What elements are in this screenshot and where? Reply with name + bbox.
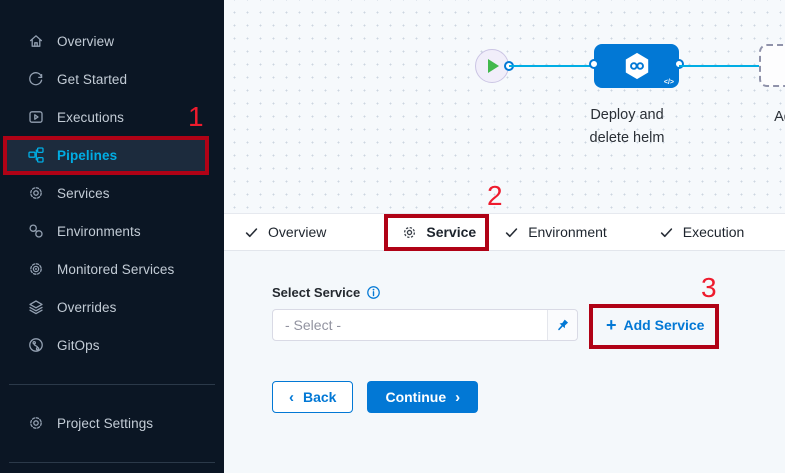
sidebar-divider <box>9 384 215 385</box>
service-select-dropdown[interactable]: - Select - <box>272 309 578 341</box>
sidebar-item-label: Get Started <box>57 71 128 87</box>
gear-icon <box>28 185 44 201</box>
info-icon[interactable] <box>366 285 381 300</box>
sidebar-item-label: Executions <box>57 109 125 125</box>
sidebar-item-label: GitOps <box>57 337 100 353</box>
service-select-value: - Select - <box>285 317 342 333</box>
gear-icon <box>28 415 44 431</box>
back-button[interactable]: ‹ Back <box>272 381 354 413</box>
pipeline-edge <box>679 65 759 67</box>
sidebar-item-overrides[interactable]: Overrides <box>0 288 224 326</box>
pipeline-canvas[interactable]: </> Deploy and delete helm Add Stage <box>224 0 785 213</box>
pin-icon <box>558 319 569 330</box>
executions-icon <box>28 109 44 125</box>
home-icon <box>28 33 44 49</box>
sidebar-divider <box>9 462 215 463</box>
chevron-left-icon: ‹ <box>289 388 294 406</box>
plus-icon: + <box>606 315 617 335</box>
sidebar-item-gitops[interactable]: GitOps <box>0 326 224 364</box>
gitops-icon <box>28 337 44 353</box>
stage-name-label: Deploy and delete helm <box>589 107 665 146</box>
get-started-icon <box>28 71 44 87</box>
add-stage-button[interactable] <box>759 44 785 87</box>
sidebar-item-label: Project Settings <box>57 415 154 431</box>
add-service-button[interactable]: + Add Service <box>606 316 704 334</box>
tab-service[interactable]: Service <box>391 214 487 250</box>
edge-port <box>674 59 684 69</box>
sidebar-item-get-started[interactable]: Get Started <box>0 60 224 98</box>
edge-port <box>589 59 599 69</box>
back-button-label: Back <box>303 389 337 405</box>
continue-button-label: Continue <box>385 389 447 405</box>
main-panel: </> Deploy and delete helm Add Stage <box>224 0 785 473</box>
check-icon <box>504 225 519 240</box>
add-service-label: Add Service <box>623 317 705 333</box>
sidebar-item-monitored-services[interactable]: Monitored Services <box>0 250 224 288</box>
sidebar-item-label: Overrides <box>57 299 117 315</box>
select-service-label: Select Service <box>272 285 361 300</box>
sidebar: Overview Get Started Executions <box>0 0 224 473</box>
sidebar-item-label: Overview <box>57 33 115 49</box>
continue-button[interactable]: Continue › <box>367 381 479 413</box>
environments-icon <box>28 223 44 239</box>
add-stage-label: Add Stage <box>774 109 785 125</box>
check-icon <box>244 225 259 240</box>
sidebar-item-environments[interactable]: Environments <box>0 212 224 250</box>
play-icon <box>488 59 499 73</box>
stage-deploy-node[interactable]: </> <box>589 44 684 88</box>
layers-icon <box>28 299 44 315</box>
sidebar-item-services[interactable]: Services <box>0 174 224 212</box>
gear-icon <box>402 225 417 240</box>
sidebar-item-label: Monitored Services <box>57 261 175 277</box>
sidebar-item-pipelines[interactable]: Pipelines <box>7 136 209 174</box>
pin-toggle[interactable] <box>547 310 577 340</box>
tab-overview[interactable]: Overview <box>244 214 326 250</box>
pipelines-icon <box>28 147 44 163</box>
tab-label: Environment <box>528 224 607 240</box>
tab-label: Service <box>426 224 477 240</box>
sidebar-item-overview[interactable]: Overview <box>0 22 224 60</box>
service-tab-content: Select Service - Select - <box>224 251 785 473</box>
sidebar-item-label: Environments <box>57 223 141 239</box>
sidebar-item-label: Services <box>57 185 110 201</box>
monitored-services-icon <box>28 261 44 277</box>
pipeline-edge <box>509 65 595 67</box>
tab-label: Execution <box>682 224 745 240</box>
tab-execution[interactable]: Execution <box>659 214 744 250</box>
code-icon: </> <box>663 79 674 86</box>
tab-environment[interactable]: Environment <box>504 214 607 250</box>
sidebar-item-label: Pipelines <box>57 147 118 163</box>
sidebar-item-executions[interactable]: Executions <box>0 98 224 136</box>
tab-label: Overview <box>268 224 327 240</box>
cd-hexagon-icon <box>623 51 651 81</box>
stage-config-tabs: Overview Service Environment <box>224 213 785 251</box>
chevron-right-icon: › <box>455 388 461 406</box>
check-icon <box>659 225 674 240</box>
sidebar-item-project-settings[interactable]: Project Settings <box>0 404 224 442</box>
